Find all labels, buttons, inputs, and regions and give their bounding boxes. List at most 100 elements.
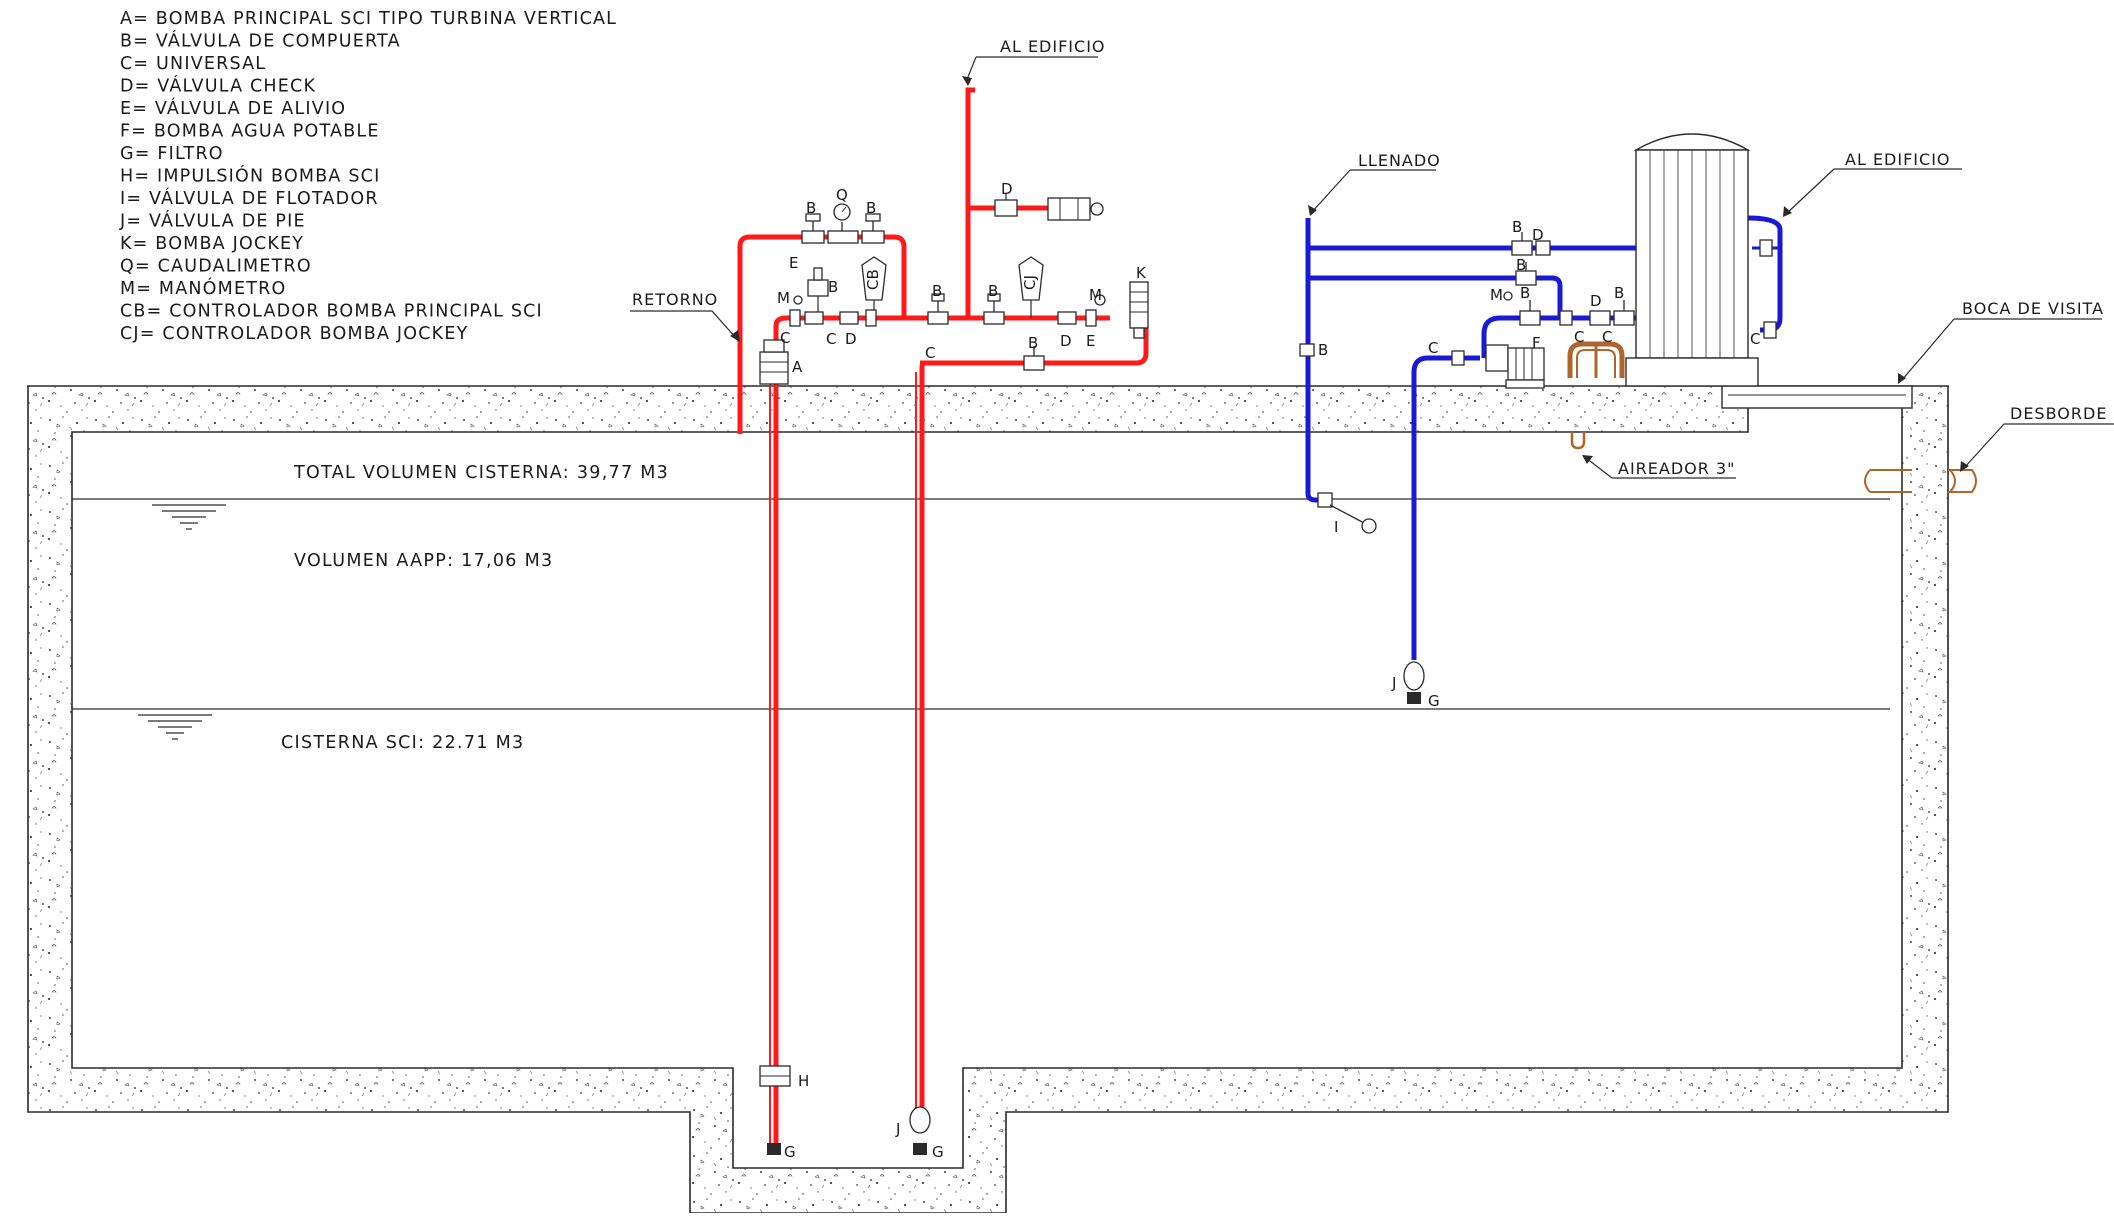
water-levels xyxy=(72,498,1890,740)
legend-item: A= BOMBA PRINCIPAL SCI TIPO TURBINA VERT… xyxy=(120,9,617,29)
legend-item: F= BOMBA AGUA POTABLE xyxy=(120,122,380,142)
controller-cj xyxy=(1018,256,1044,318)
tag-m: M xyxy=(1089,286,1102,304)
tag-g: G xyxy=(932,1143,944,1161)
tag-e: E xyxy=(789,254,798,272)
tag-b: B xyxy=(932,282,942,300)
tag-j: J xyxy=(895,1120,900,1138)
relief-valve-cluster xyxy=(793,267,829,312)
gate-valve-upper-right xyxy=(861,213,885,244)
tag-h: H xyxy=(798,1072,809,1090)
tag-m: M xyxy=(777,289,790,307)
tag-b: B xyxy=(1512,218,1522,236)
legend: A= BOMBA PRINCIPAL SCI TIPO TURBINA VERT… xyxy=(119,9,617,344)
legend-item: K= BOMBA JOCKEY xyxy=(120,234,304,254)
tag-b: B xyxy=(1028,334,1038,352)
tag-g: G xyxy=(784,1143,796,1161)
filter-g-right xyxy=(1407,692,1421,704)
aerator-vent xyxy=(1570,432,1586,450)
tag-i: I xyxy=(1334,518,1338,536)
jockey-pump-k xyxy=(1129,281,1149,339)
controller-cj-label: CJ xyxy=(1021,275,1039,290)
potable-system-equipment xyxy=(1299,133,1977,704)
tag-c: C xyxy=(925,344,935,362)
legend-item: B= VÁLVULA DE COMPUERTA xyxy=(120,30,401,52)
legend-item: J= VÁLVULA DE PIE xyxy=(119,210,306,232)
callout-arrowheads xyxy=(730,76,1969,472)
callout-desborde: DESBORDE 4 xyxy=(2010,404,2114,423)
potable-pump-f xyxy=(1485,344,1545,389)
legend-item: C= UNIVERSAL xyxy=(120,54,266,74)
fire-system-piping xyxy=(737,87,1149,1150)
overflow-pipe xyxy=(1864,469,1977,493)
impulsion-h xyxy=(759,1065,791,1087)
aapp-volume-text: VOLUMEN AAPP: 17,06 M3 xyxy=(294,551,553,571)
filter-g-center xyxy=(913,1143,927,1155)
tag-b: B xyxy=(806,199,816,217)
tag-c: C xyxy=(1574,328,1584,346)
foot-valve-j-blue xyxy=(1403,661,1425,691)
legend-item: I= VÁLVULA DE FLOTADOR xyxy=(120,187,379,209)
tag-d: D xyxy=(845,330,857,348)
tag-d: D xyxy=(1532,226,1544,244)
legend-item: G= FILTRO xyxy=(120,144,224,164)
fire-dept-connection xyxy=(1047,197,1104,221)
float-valve-i xyxy=(1317,492,1377,534)
callout-retorno: RETORNO xyxy=(632,290,718,309)
tag-q: Q xyxy=(836,186,848,204)
tag-f: F xyxy=(1532,334,1541,352)
tag-j: J xyxy=(1391,674,1396,692)
tag-e: E xyxy=(1086,332,1095,350)
callout-boca-de-visita: BOCA DE VISITA xyxy=(1962,299,2104,318)
blue-valves xyxy=(1299,232,1777,366)
callout-llenado: LLENADO xyxy=(1358,151,1441,170)
total-volume-text: TOTAL VOLUMEN CISTERNA: 39,77 M3 xyxy=(293,463,669,483)
tag-k: K xyxy=(1136,264,1147,282)
legend-item: M= MANÓMETRO xyxy=(120,277,286,299)
gate-valve-upper-left xyxy=(801,213,825,244)
main-pump-a xyxy=(759,339,789,385)
tag-c: C xyxy=(1428,339,1438,357)
legend-item: D= VÁLVULA CHECK xyxy=(120,75,316,97)
tag-b: B xyxy=(828,278,838,296)
tag-g: G xyxy=(1428,692,1440,710)
tag-c: C xyxy=(1750,330,1760,348)
tag-c: C xyxy=(826,330,836,348)
callout-al-edificio-left: AL EDIFICIO xyxy=(1000,37,1106,56)
tag-b: B xyxy=(1520,284,1530,302)
tag-a: A xyxy=(792,358,803,376)
callout-leaders xyxy=(630,56,2114,479)
tag-b: B xyxy=(866,199,876,217)
check-valve-riser xyxy=(994,193,1018,217)
legend-item: CB= CONTROLADOR BOMBA PRINCIPAL SCI xyxy=(120,302,543,322)
tag-d: D xyxy=(1060,332,1072,350)
controller-cb-label: CB xyxy=(864,269,882,290)
gate-valve-lower-line xyxy=(1023,346,1045,371)
legend-item: CJ= CONTROLADOR BOMBA JOCKEY xyxy=(120,324,469,344)
hydropneumatic-tank xyxy=(1625,133,1759,387)
potable-system-piping xyxy=(1305,215,1783,660)
tag-d: D xyxy=(1590,292,1602,310)
water-level-symbol-upper xyxy=(152,504,226,530)
foot-valve-j-red xyxy=(909,1106,931,1134)
legend-item: H= IMPULSIÓN BOMBA SCI xyxy=(120,165,380,187)
tag-m: M xyxy=(1490,286,1503,304)
callout-al-edificio-right: AL EDIFICIO xyxy=(1845,150,1951,169)
filter-g-left xyxy=(767,1143,781,1155)
fire-system-equipment xyxy=(759,193,1149,1155)
concrete-structure xyxy=(27,385,1949,1214)
callout-aireador: AIREADOR 3" xyxy=(1618,459,1736,478)
tag-c: C xyxy=(1602,328,1612,346)
manifold-fittings xyxy=(789,293,1106,327)
tag-b: B xyxy=(988,282,998,300)
equipment-tags: B Q B D E M B C C D B B M K C B D E A H … xyxy=(777,180,1760,1161)
legend-item: E= VÁLVULA DE ALIVIO xyxy=(120,97,346,119)
tag-b: B xyxy=(1516,256,1526,274)
aerator-unit xyxy=(1567,341,1625,378)
tag-c: C xyxy=(780,329,790,347)
sci-volume-text: CISTERNA SCI: 22.71 M3 xyxy=(281,733,524,753)
tag-d: D xyxy=(1001,180,1013,198)
legend-item: Q= CAUDALIMETRO xyxy=(120,257,312,277)
